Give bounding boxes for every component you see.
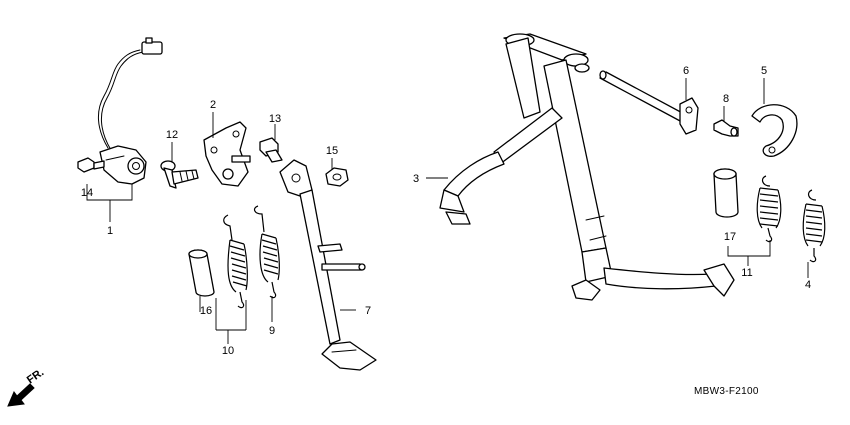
callout-15: 15 [326, 145, 338, 157]
callout-6: 6 [683, 65, 689, 77]
direction-label: FR. [25, 366, 46, 386]
callout-16: 16 [200, 305, 212, 317]
callout-7: 7 [365, 305, 371, 317]
callout-13: 13 [269, 113, 281, 125]
callout-1: 1 [107, 225, 113, 237]
callout-10: 10 [222, 345, 234, 357]
nut-15 [325, 167, 349, 187]
diagram-code: MBW3-F2100 [694, 386, 759, 397]
pivot-shaft-6 [599, 70, 699, 135]
callout-4: 4 [805, 279, 811, 291]
bolt-14 [77, 157, 105, 173]
bolt-8 [713, 119, 739, 137]
leader-lines [86, 78, 809, 344]
stand-bracket [203, 121, 251, 187]
spring-4 [802, 189, 826, 263]
side-stand-switch [98, 37, 163, 185]
spring-10 [223, 214, 248, 309]
callout-9: 9 [269, 325, 275, 337]
bolt-13 [259, 137, 283, 163]
spring-11 [756, 175, 782, 243]
callout-5: 5 [761, 65, 767, 77]
callout-labels: 1 2 3 4 5 6 7 8 9 10 11 12 13 14 15 16 1… [81, 65, 811, 357]
callout-8: 8 [723, 93, 729, 105]
callout-14: 14 [81, 187, 93, 199]
callout-12: 12 [166, 129, 178, 141]
front-direction-arrow: FR. [7, 366, 46, 407]
main-stand [439, 33, 735, 301]
pivot-bolt-12 [160, 160, 199, 189]
clip-5 [751, 104, 798, 157]
callout-3: 3 [413, 173, 419, 185]
spring-9 [253, 205, 280, 299]
callout-17: 17 [724, 231, 736, 243]
callout-2: 2 [210, 99, 216, 111]
side-stand [279, 159, 377, 371]
arrow-icon [7, 383, 35, 407]
sleeve-16 [188, 249, 215, 297]
sleeve-17 [713, 168, 739, 218]
callout-11: 11 [741, 267, 752, 279]
